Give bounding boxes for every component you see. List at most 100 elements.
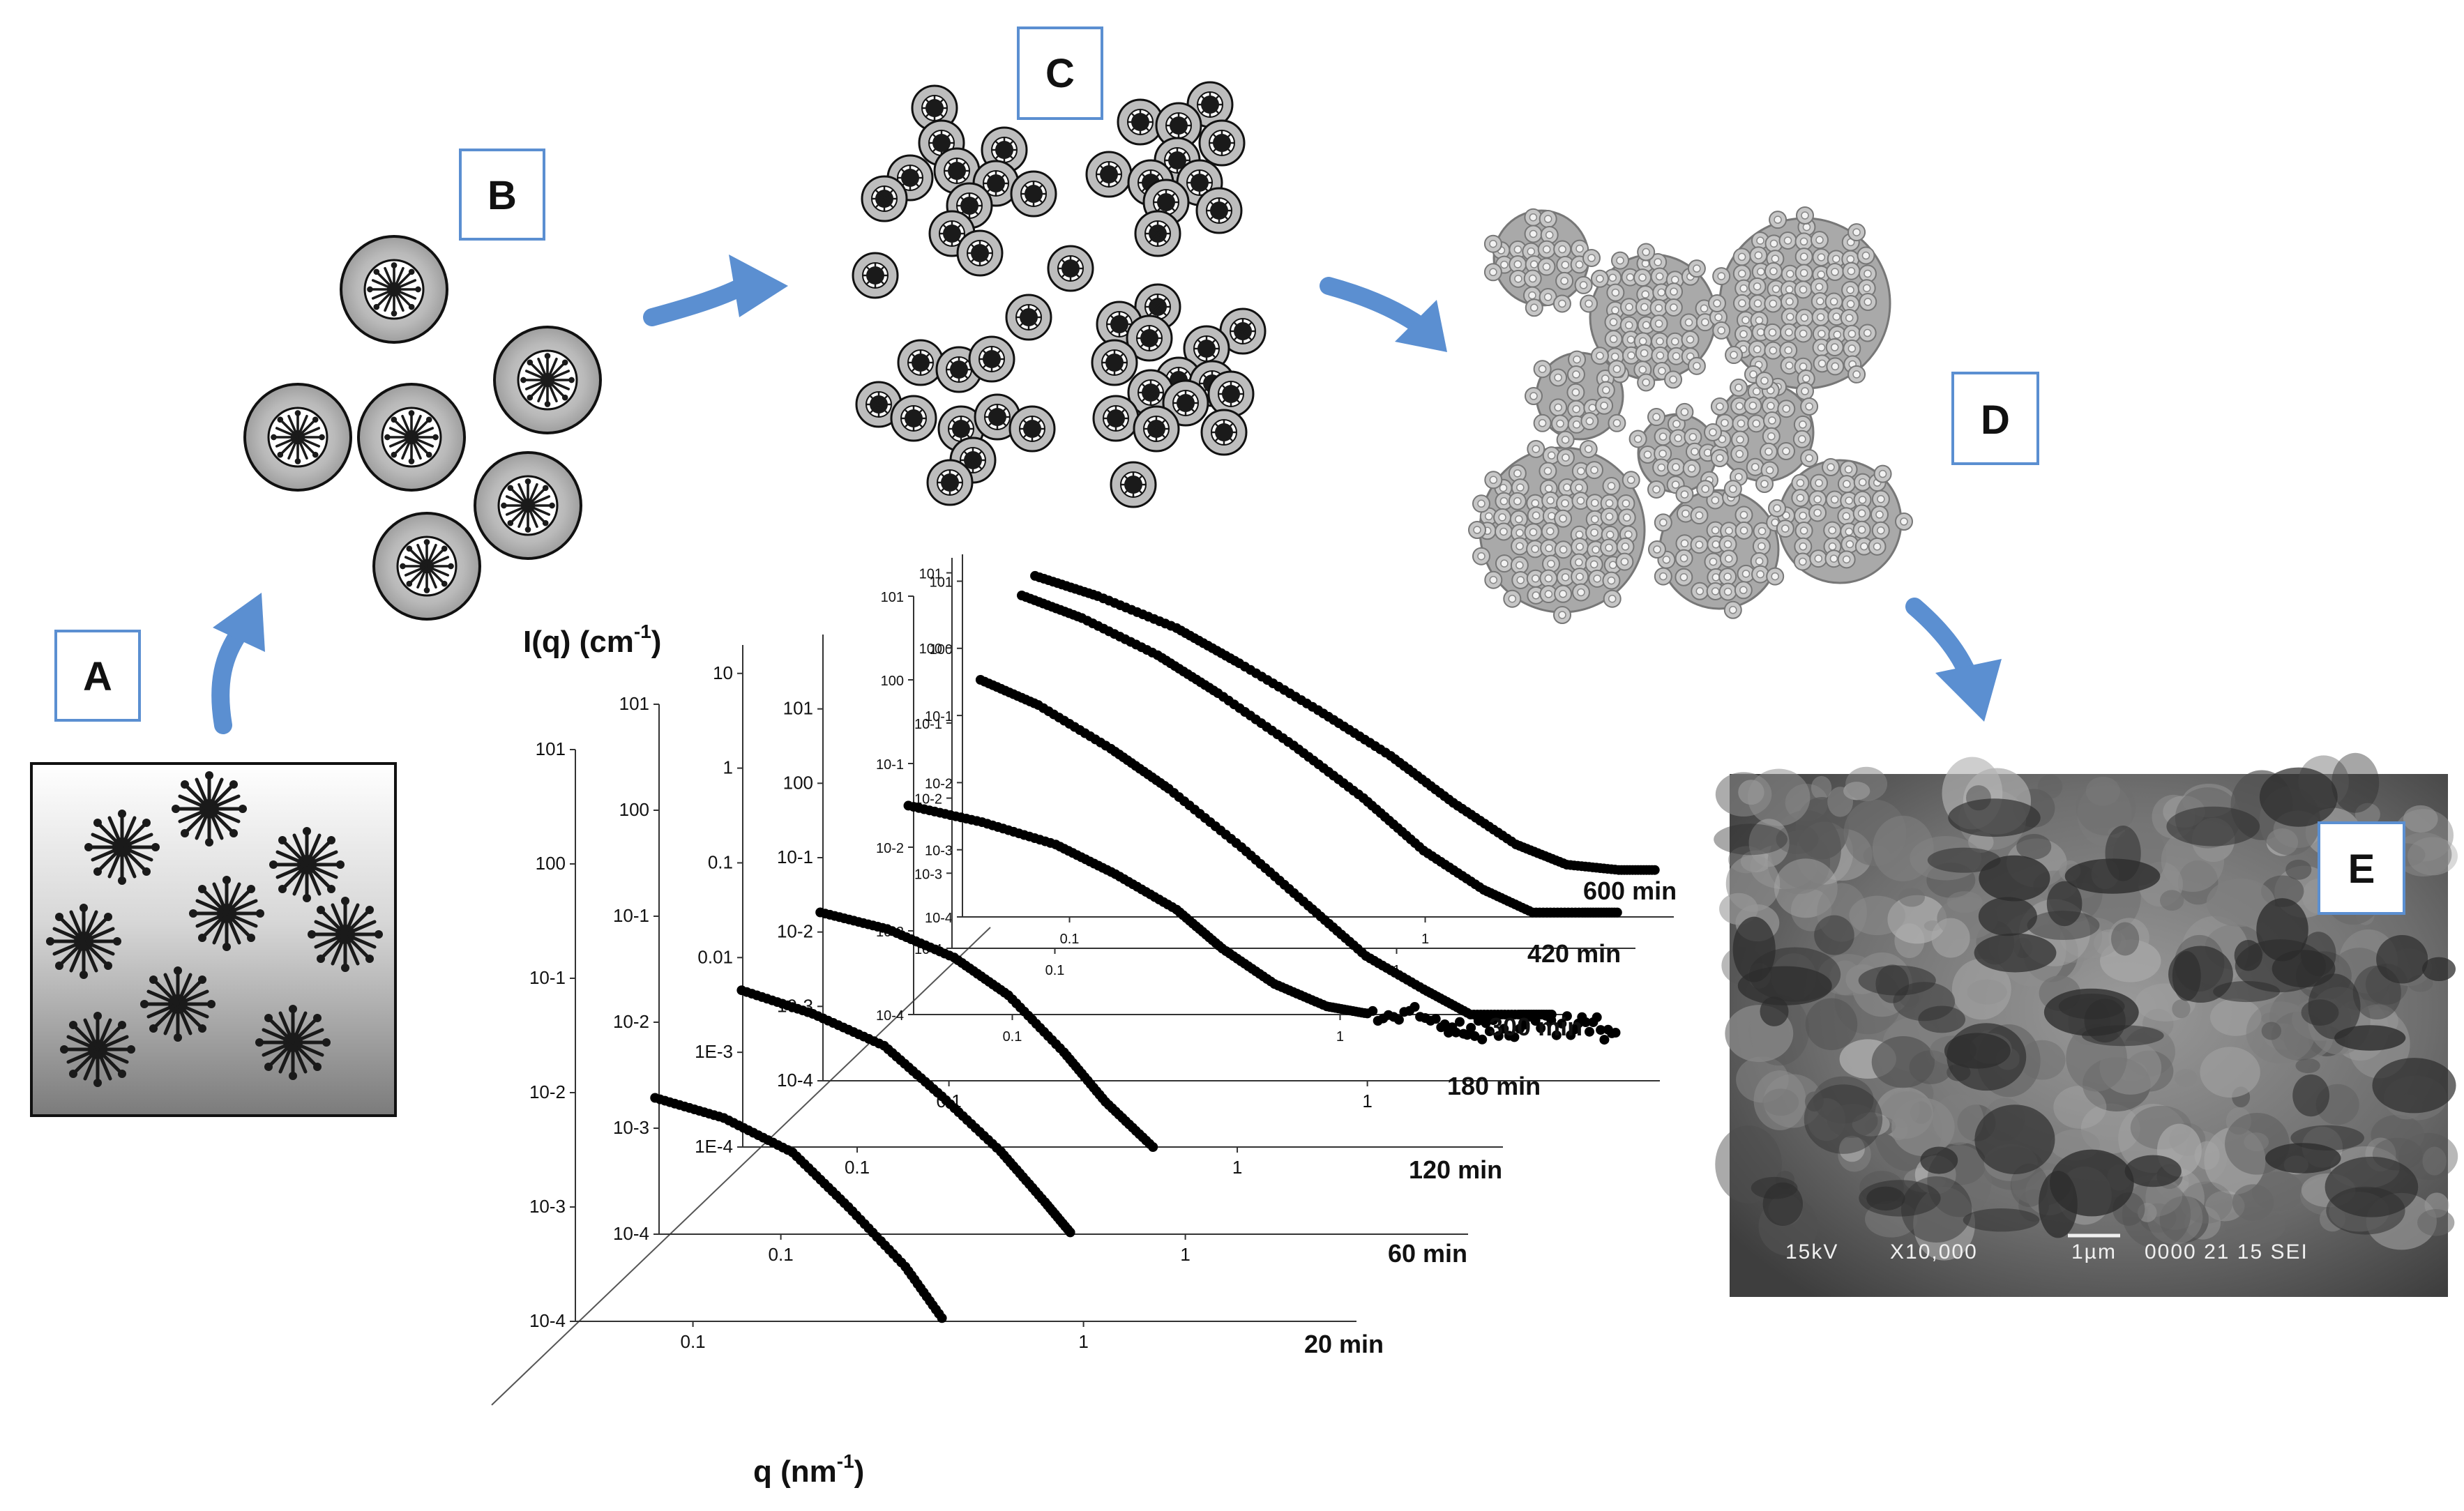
nanoparticle	[1566, 383, 1585, 402]
sem-grain	[2200, 1047, 2260, 1098]
nanoparticle	[1837, 507, 1856, 526]
nanoparticle	[1647, 480, 1665, 499]
nanoparticle	[1616, 537, 1635, 556]
y-tick-label: 10-4	[876, 1008, 904, 1024]
nanoparticle	[1794, 232, 1813, 251]
nanoparticle	[1539, 462, 1557, 480]
nanoparticle	[1691, 582, 1709, 600]
sem-grain	[1811, 775, 1832, 800]
nanoparticle	[1778, 231, 1797, 250]
nanoparticle	[1675, 549, 1693, 568]
nanoparticle	[1590, 347, 1609, 365]
x-tick-label: 0.1	[1003, 1029, 1022, 1045]
panel-a: A	[30, 630, 397, 1117]
y-tick-label: 10-4	[777, 1070, 813, 1091]
sem-grain	[2159, 890, 2184, 911]
nanoparticle	[1780, 292, 1799, 311]
sem-shadow	[1947, 1023, 2027, 1091]
sem-shadow	[2376, 935, 2428, 984]
sem-shadow	[1974, 1104, 2055, 1174]
time-label-120: 120 min	[1409, 1155, 1502, 1184]
y-tick-label: 10-4	[613, 1223, 649, 1244]
nanoparticle	[1825, 338, 1844, 357]
nanoparticle	[1847, 223, 1866, 242]
nanoparticle	[1800, 397, 1819, 416]
data-point	[1499, 1024, 1509, 1034]
nanoparticle	[1777, 442, 1796, 461]
nanoparticle	[1675, 402, 1694, 421]
sem-shadow	[1714, 823, 1787, 856]
data-point	[1065, 1227, 1075, 1238]
data-point	[1509, 1032, 1520, 1042]
nanoparticle	[1602, 477, 1621, 496]
saxs-plot: I(q) (cm-1) q (nm-1) 10-410-310-210-1100…	[491, 554, 1677, 1489]
sem-shadow	[2046, 881, 2083, 927]
sem-grain	[2159, 1196, 2209, 1243]
nanoparticle	[1764, 294, 1783, 313]
arrow-c-to-d	[1320, 277, 1447, 352]
nanoparticle	[1732, 248, 1751, 266]
perspective-guide	[491, 927, 991, 1406]
nanoparticle	[1734, 325, 1753, 344]
nanoparticle	[1730, 445, 1749, 464]
sem-shadow	[2050, 1149, 2134, 1217]
nanoparticle	[1734, 506, 1753, 524]
label-b-box	[459, 149, 545, 241]
sem-grain	[1747, 768, 1811, 826]
nanoparticle	[1537, 257, 1556, 276]
nanoparticle	[1580, 412, 1599, 431]
sem-grain	[2110, 922, 2140, 956]
nanoparticle	[1635, 344, 1654, 363]
nanoparticle	[1649, 314, 1668, 333]
nanoparticle	[1579, 439, 1598, 458]
time-label-600: 600 min	[1583, 876, 1677, 905]
label-b: B	[487, 173, 517, 218]
nanoparticle	[1665, 282, 1684, 301]
data-point	[1580, 1017, 1591, 1027]
nanoparticle	[1664, 370, 1683, 389]
y-tick-label: 10-1	[777, 846, 813, 867]
nanoparticle	[1810, 231, 1829, 250]
data-point	[1536, 1023, 1546, 1033]
sem-image-id: 0000 21 15 SEI	[2145, 1240, 2308, 1263]
sem-shadow	[2292, 1074, 2329, 1117]
nanoparticle	[1759, 442, 1778, 461]
nanoparticle	[1762, 411, 1781, 430]
sem-scale-label: 1µm	[2071, 1240, 2117, 1263]
nanoparticle	[1895, 512, 1913, 531]
nanoparticle	[1687, 356, 1706, 375]
sem-grain	[1947, 891, 1983, 913]
nanoparticle	[1649, 298, 1668, 317]
nanoparticle	[1637, 243, 1656, 261]
panel-b: B	[245, 149, 600, 619]
nanoparticle	[1622, 471, 1640, 489]
nanoparticle	[1704, 423, 1722, 441]
sem-shadow	[1858, 965, 1936, 996]
data-point	[1649, 865, 1660, 875]
nanoparticle	[1648, 540, 1666, 559]
y-axis-title: I(q) (cm-1)	[523, 621, 661, 659]
arrow-d-to-e	[1905, 598, 2002, 722]
sem-shadow	[2043, 988, 2139, 1036]
nanoparticle	[1794, 537, 1813, 556]
nanoparticle	[1710, 449, 1729, 467]
sem-shadow	[2265, 1143, 2341, 1174]
y-tick-label: 10-2	[914, 792, 942, 807]
core-shell-particles-small	[852, 81, 1267, 508]
sem-grain	[2355, 803, 2380, 826]
sem-shadow	[1875, 964, 1910, 1003]
data-point	[1546, 1015, 1557, 1026]
sem-shadow	[1760, 996, 1789, 1026]
nanoparticle	[1574, 275, 1593, 294]
nanoparticle	[1611, 251, 1629, 270]
nanoparticle	[1541, 554, 1560, 573]
nanoparticle	[1871, 521, 1890, 540]
sem-grain	[1967, 979, 2007, 1005]
nanoparticle	[1602, 571, 1621, 590]
nanoparticle	[1549, 368, 1568, 387]
arrow-b-to-c	[643, 255, 788, 326]
nanoparticle	[1690, 506, 1709, 525]
nanoparticle	[1525, 298, 1543, 317]
